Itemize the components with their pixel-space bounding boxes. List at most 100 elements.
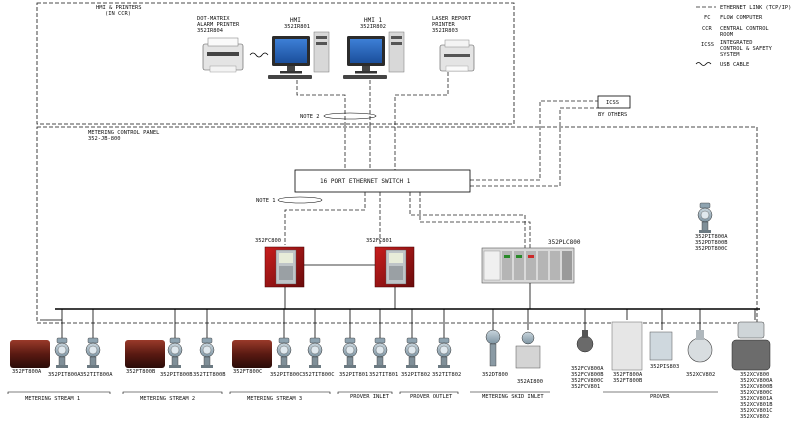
svg-text:352XCV800A: 352XCV800A — [740, 378, 773, 384]
turbine-meter-2-icon — [125, 340, 165, 368]
fc2-label: 352FC801 — [366, 238, 392, 244]
legend-ccr-text-2: ROOM — [720, 32, 734, 38]
eth-laser-to-switch — [394, 72, 449, 170]
legend-ccr-text-1: CENTRAL CONTROL — [720, 26, 769, 32]
group-metering-stream-1: METERING STREAM 1 — [25, 396, 80, 402]
turbine-meter-3-icon — [232, 340, 272, 368]
turbine-meter-1-icon — [10, 340, 50, 368]
icss-box — [597, 95, 631, 109]
svg-text:352XCV801B: 352XCV801B — [740, 402, 772, 408]
icss-box-label: ICSS — [606, 100, 619, 106]
laser-label-2: PRINTER — [432, 22, 455, 28]
svg-text:352PIT801: 352PIT801 — [339, 372, 368, 378]
pit800a-transmitter-icon — [697, 202, 713, 234]
large-valve-icon — [731, 321, 771, 371]
tx-top-label-3: 352PDT800C — [695, 246, 727, 252]
analyser-icon — [515, 331, 541, 369]
legend-icss-text-2: CONTROL & SAFETY — [720, 46, 773, 52]
flow-computer-1-icon — [264, 246, 305, 288]
svg-text:352TIT800C: 352TIT800C — [302, 372, 334, 378]
svg-text:352FCV800A: 352FCV800A — [571, 366, 604, 372]
tx-top-label-1: 352PIT800A — [695, 234, 728, 240]
device-labels: 352FT800A 352PIT800A 352TIT800A 352FT800… — [12, 364, 773, 420]
note1-ring — [277, 196, 323, 204]
hmi-b-label-1: HMI 1 — [364, 17, 382, 24]
dot-matrix-label-3: 352IR804 — [197, 28, 223, 34]
plc-label: 352PLC800 — [548, 239, 581, 246]
legend-icss-text-1: INTEGRATED — [720, 40, 752, 46]
svg-text:352TIT801: 352TIT801 — [369, 372, 398, 378]
dot-matrix-label-1: DOT-MATRIX — [197, 16, 230, 22]
tx-icon-s3-tit — [307, 337, 323, 369]
eth-switch-to-plc — [409, 192, 526, 248]
svg-text:352FCV800C: 352FCV800C — [571, 378, 603, 384]
plc-rack-icon — [481, 247, 575, 284]
svg-text:352PIT800B: 352PIT800B — [160, 372, 192, 378]
group-metering-stream-3: METERING STREAM 3 — [247, 396, 302, 402]
svg-text:352FT800A: 352FT800A — [613, 372, 643, 378]
svg-text:352XCV801C: 352XCV801C — [740, 408, 772, 414]
hmi-panel-subtitle: (IN CCR) — [105, 11, 131, 17]
hmi-b-label-2: 352IR802 — [360, 24, 386, 30]
flow-computer-2-icon — [374, 246, 415, 288]
group-prover-inlet: PROVER INLET — [350, 394, 390, 400]
svg-text:352XCV802: 352XCV802 — [686, 372, 715, 378]
svg-text:352FT800A: 352FT800A — [12, 369, 42, 375]
laser-label-1: LASER REPORT — [432, 16, 472, 22]
group-brackets — [7, 391, 718, 394]
svg-text:352XCV802: 352XCV802 — [740, 414, 769, 420]
legend-ethernet-text: ETHERNET LINK (TCP/IP) — [720, 5, 791, 11]
metering-panel-frame — [36, 126, 758, 324]
laser-label-3: 352IR803 — [432, 28, 458, 34]
ethernet-switch — [294, 169, 471, 193]
dot-matrix-label-2: ALARM PRINTER — [197, 22, 240, 28]
legend-ccr-abbr: CCR — [702, 26, 712, 32]
hmi-a-label-1: HMI — [290, 17, 301, 24]
dot-matrix-printer-icon — [202, 37, 244, 73]
group-metering-stream-2: METERING STREAM 2 — [140, 396, 195, 402]
svg-text:352DT800: 352DT800 — [482, 372, 508, 378]
note2-ring — [323, 112, 377, 120]
legend-usb-symbol — [695, 62, 712, 66]
svg-text:352PIT800A: 352PIT800A — [48, 372, 81, 378]
svg-text:352FCV801: 352FCV801 — [571, 384, 600, 390]
tx-icon-po-tit — [436, 337, 452, 369]
svg-text:352FT800B: 352FT800B — [613, 378, 642, 384]
flow-control-valve-icon — [576, 330, 594, 353]
prover-xcv-icon — [687, 330, 713, 363]
legend-icss-abbr: ICSS — [701, 42, 714, 48]
metering-panel-tag: 352-JB-800 — [88, 136, 120, 142]
metering-panel-title: METERING CONTROL PANEL — [88, 130, 159, 136]
eth-switch-to-icss-1 — [470, 100, 598, 181]
tx-icon-po-pit — [404, 337, 420, 369]
tx-icon-s2-pit — [167, 337, 183, 369]
group-prover: PROVER — [650, 394, 670, 400]
eth-hmi-a-to-switch — [296, 80, 346, 170]
tx-icon-s1-tit — [85, 337, 101, 369]
tx-icon-s1-pit — [54, 337, 70, 369]
hmi-a-label-2: 352IR801 — [284, 24, 310, 30]
svg-text:352FT800B: 352FT800B — [126, 369, 155, 375]
tx-icon-pi-pit — [342, 337, 358, 369]
prover-switch-icon — [611, 321, 643, 371]
densitometer-icon — [485, 329, 501, 367]
tx-icon-s3-pit — [276, 337, 292, 369]
legend-fc-abbr: FC — [704, 15, 711, 21]
laser-printer-icon — [439, 39, 475, 72]
bus-drops — [61, 309, 756, 338]
hmi-a-computer-icon — [268, 31, 330, 79]
svg-text:352XCV800B: 352XCV800B — [740, 384, 772, 390]
svg-text:352XCV801A: 352XCV801A — [740, 396, 773, 402]
group-prover-outlet: PROVER OUTLET — [410, 394, 453, 400]
prover-pis-icon — [649, 331, 673, 361]
tx-top-label-2: 352PDT800B — [695, 240, 727, 246]
svg-text:352TIT800B: 352TIT800B — [193, 372, 225, 378]
eth-switch-to-icss-2 — [470, 107, 598, 187]
fc1-label: 352FC800 — [255, 238, 281, 244]
svg-text:352TIT800A: 352TIT800A — [80, 372, 113, 378]
hmi-b-computer-icon — [343, 31, 405, 79]
tx-icon-s2-tit — [199, 337, 215, 369]
hmi-printers-frame — [36, 2, 515, 125]
